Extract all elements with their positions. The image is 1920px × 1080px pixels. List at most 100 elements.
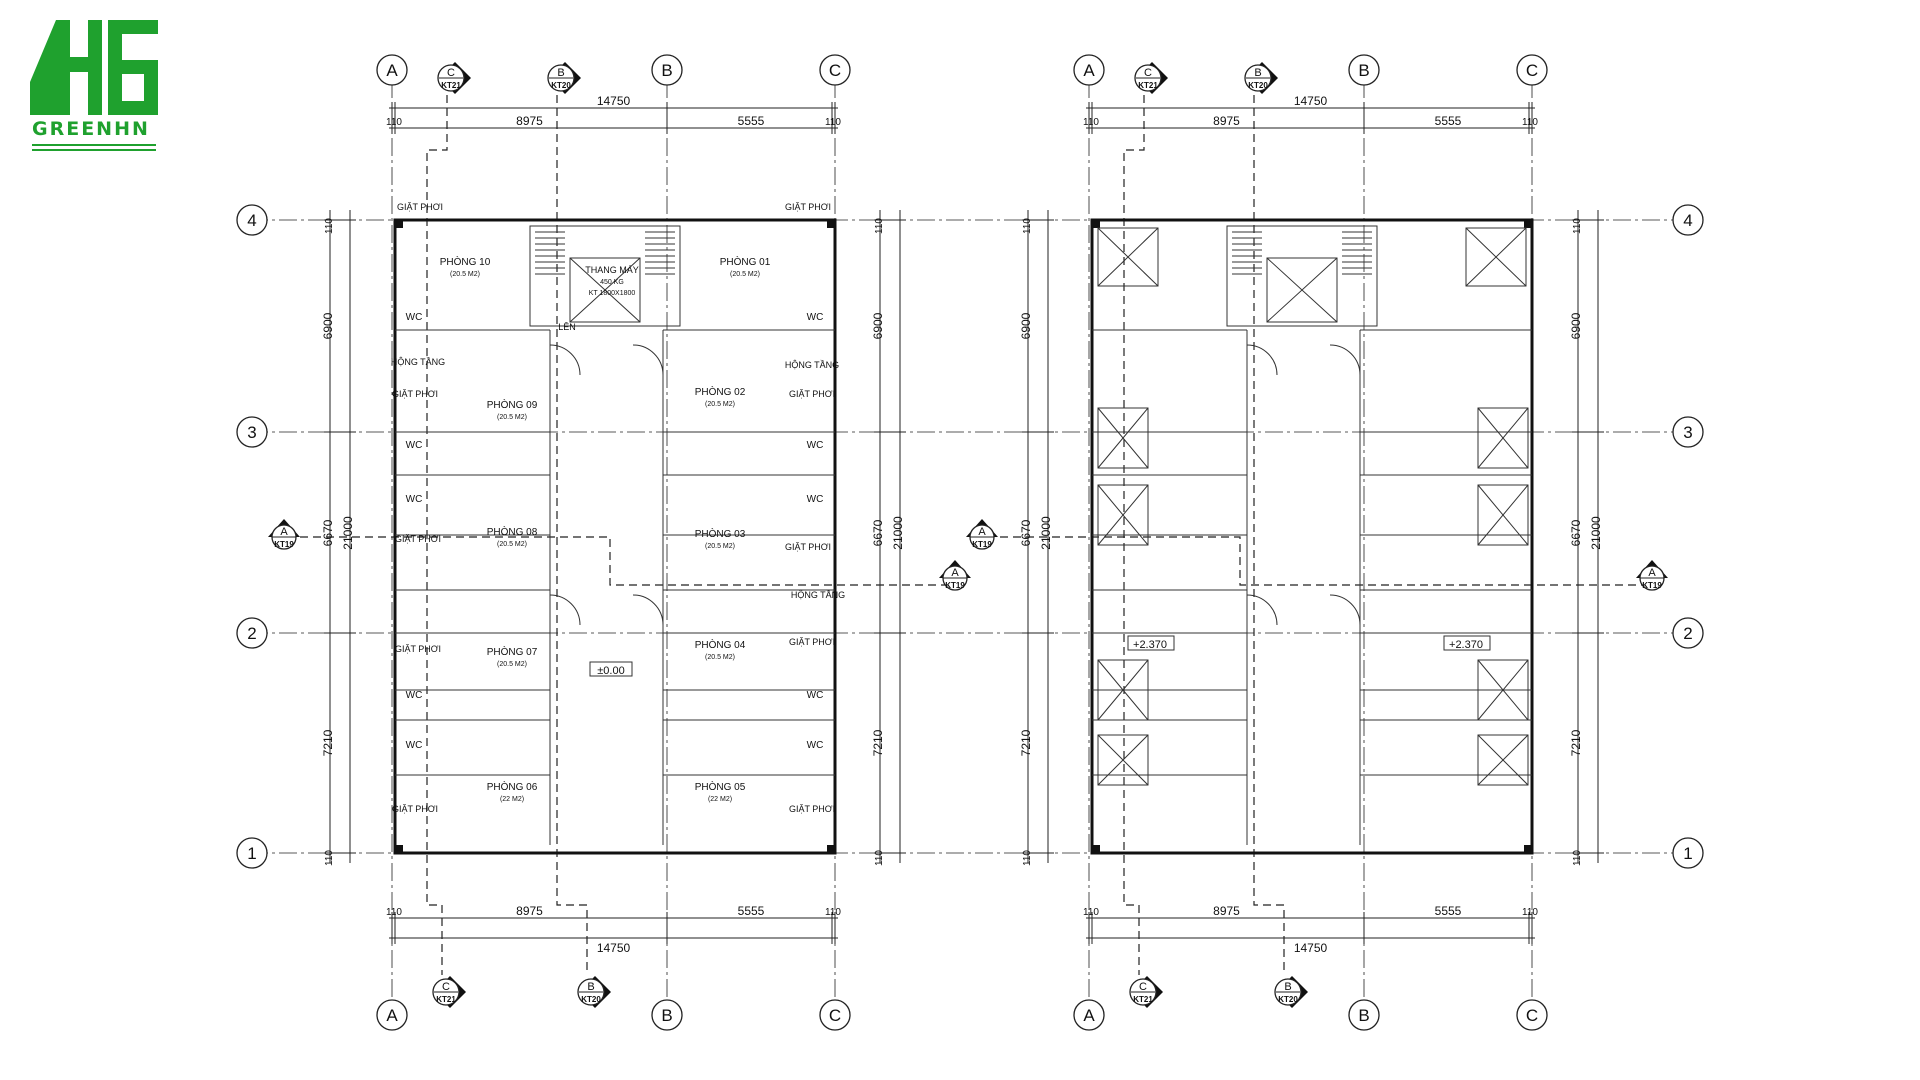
door-swing [1329, 344, 1361, 376]
section-marker-letter: C [447, 67, 455, 79]
room-area: (20.5 M2) [450, 271, 480, 278]
stair-core [529, 225, 681, 327]
laundry-label: GIẶT PHƠI [789, 804, 835, 814]
room-area: (20.5 M2) [705, 654, 735, 661]
grid-bubble-B [651, 54, 683, 86]
grid-bubble-B [651, 999, 683, 1031]
dimension-edge: 110 [1083, 907, 1099, 918]
balcony-cross [1097, 734, 1149, 786]
dimension-row-3-2: 6670 [1019, 519, 1033, 546]
balcony-box [1097, 227, 1159, 287]
laundry-label: GIẶT PHƠI [392, 389, 438, 399]
section-line-b [556, 95, 588, 975]
column [1092, 845, 1100, 853]
technical-shaft-label: HỘNG TẦNG [391, 357, 445, 367]
section-marker-sheet: KT20 [581, 995, 601, 1004]
dimension-row-2-1: 7210 [871, 729, 885, 756]
greenhn-logo-icon [30, 20, 158, 115]
section-marker-letter: A [978, 526, 986, 538]
grid-bubble-C [1516, 54, 1548, 86]
laundry-label: GIẶT PHƠI [397, 202, 443, 212]
dimension-overall: 14750 [1294, 941, 1328, 955]
dimension-total-depth: 21000 [341, 516, 355, 550]
elevator-shaft [1266, 257, 1338, 323]
room-area: (20.5 M2) [497, 541, 527, 548]
grid-label-2: 2 [247, 624, 256, 643]
logo-rule [32, 149, 156, 151]
column [395, 845, 403, 853]
section-marker-sheet: KT21 [1138, 81, 1158, 90]
section-marker-letter: B [587, 981, 594, 993]
grid-bubble-3 [1672, 416, 1704, 448]
dimension-edge: 110 [825, 117, 841, 128]
balcony-cross [1097, 484, 1149, 546]
grid-bubble-C [1516, 999, 1548, 1031]
dimension-span-bc: 5555 [738, 114, 765, 128]
laundry-label: GIẶT PHƠI [785, 542, 831, 552]
dimension-span-bc: 5555 [738, 904, 765, 918]
section-marker-sheet: KT19 [1642, 581, 1662, 590]
technical-shaft-label: HỘNG TẦNG [791, 590, 845, 600]
grid-label-4: 4 [247, 211, 256, 230]
grid-label-2: 2 [1683, 624, 1692, 643]
laundry-label: GIẶT PHƠI [789, 389, 835, 399]
section-line-c [426, 95, 448, 975]
section-marker-sheet: KT20 [551, 81, 571, 90]
section-line-a [1000, 536, 1650, 586]
room-name: PHÒNG 02 [695, 385, 746, 398]
door-swing [549, 344, 581, 376]
dimension-overall: 14750 [597, 94, 631, 108]
grid-bubble-A [1073, 999, 1105, 1031]
balcony-cross [1477, 659, 1529, 721]
grid-bubble-A [376, 999, 408, 1031]
grid-label-A: A [1083, 61, 1095, 80]
dimension-row-2-1: 7210 [1569, 729, 1583, 756]
dimension-row-3-2: 6670 [871, 519, 885, 546]
room-area: (20.5 M2) [497, 414, 527, 421]
technical-shaft-label: HỘNG TẦNG [785, 360, 839, 370]
elevator-load: 450 KG [600, 279, 624, 286]
dimension-overall: 14750 [1294, 94, 1328, 108]
room-name: PHÒNG 05 [695, 780, 746, 793]
dimension-edge: 110 [1572, 850, 1583, 866]
grid-bubble-B [1348, 54, 1380, 86]
door-swing [632, 594, 664, 626]
dimension-edge: 110 [1022, 850, 1033, 866]
grid-label-A: A [386, 61, 398, 80]
section-marker-letter: B [557, 67, 564, 79]
floor-level-marker: +2.370 [1133, 639, 1167, 651]
grid-label-3: 3 [247, 423, 256, 442]
column [395, 220, 403, 228]
grid-bubble-1 [236, 837, 268, 869]
dimension-edge: 110 [825, 907, 841, 918]
balcony-cross [1477, 484, 1529, 546]
room-area: (20.5 M2) [705, 401, 735, 408]
dimension-edge: 110 [1083, 117, 1099, 128]
section-marker-sheet: KT19 [945, 581, 965, 590]
balcony-box [1477, 407, 1529, 469]
dimension-total-depth: 21000 [1039, 516, 1053, 550]
balcony-box [1097, 484, 1149, 546]
wc-label: WC [406, 494, 423, 505]
dimension-total-depth: 21000 [1589, 516, 1603, 550]
dimension-edge: 110 [874, 850, 885, 866]
grid-label-C: C [829, 1006, 841, 1025]
door-swing [1246, 594, 1278, 626]
dimension-span-ab: 8975 [516, 114, 543, 128]
elevator-cross [569, 257, 641, 323]
dimension-overall: 14750 [597, 941, 631, 955]
dimension-edge: 110 [874, 218, 885, 234]
door-swing [549, 594, 581, 626]
room-area: (20.5 M2) [497, 661, 527, 668]
column [827, 220, 835, 228]
door-swing [1329, 594, 1361, 626]
grid-bubble-2 [236, 617, 268, 649]
room-name: PHÒNG 07 [487, 645, 538, 658]
laundry-label: GIẶT PHƠI [789, 637, 835, 647]
grid-label-C: C [829, 61, 841, 80]
door-swing [632, 344, 664, 376]
elevator-cross [1266, 257, 1338, 323]
room-name: PHÒNG 09 [487, 398, 538, 411]
laundry-label: GIẶT PHƠI [392, 804, 438, 814]
dimension-row-2-1: 7210 [1019, 729, 1033, 756]
